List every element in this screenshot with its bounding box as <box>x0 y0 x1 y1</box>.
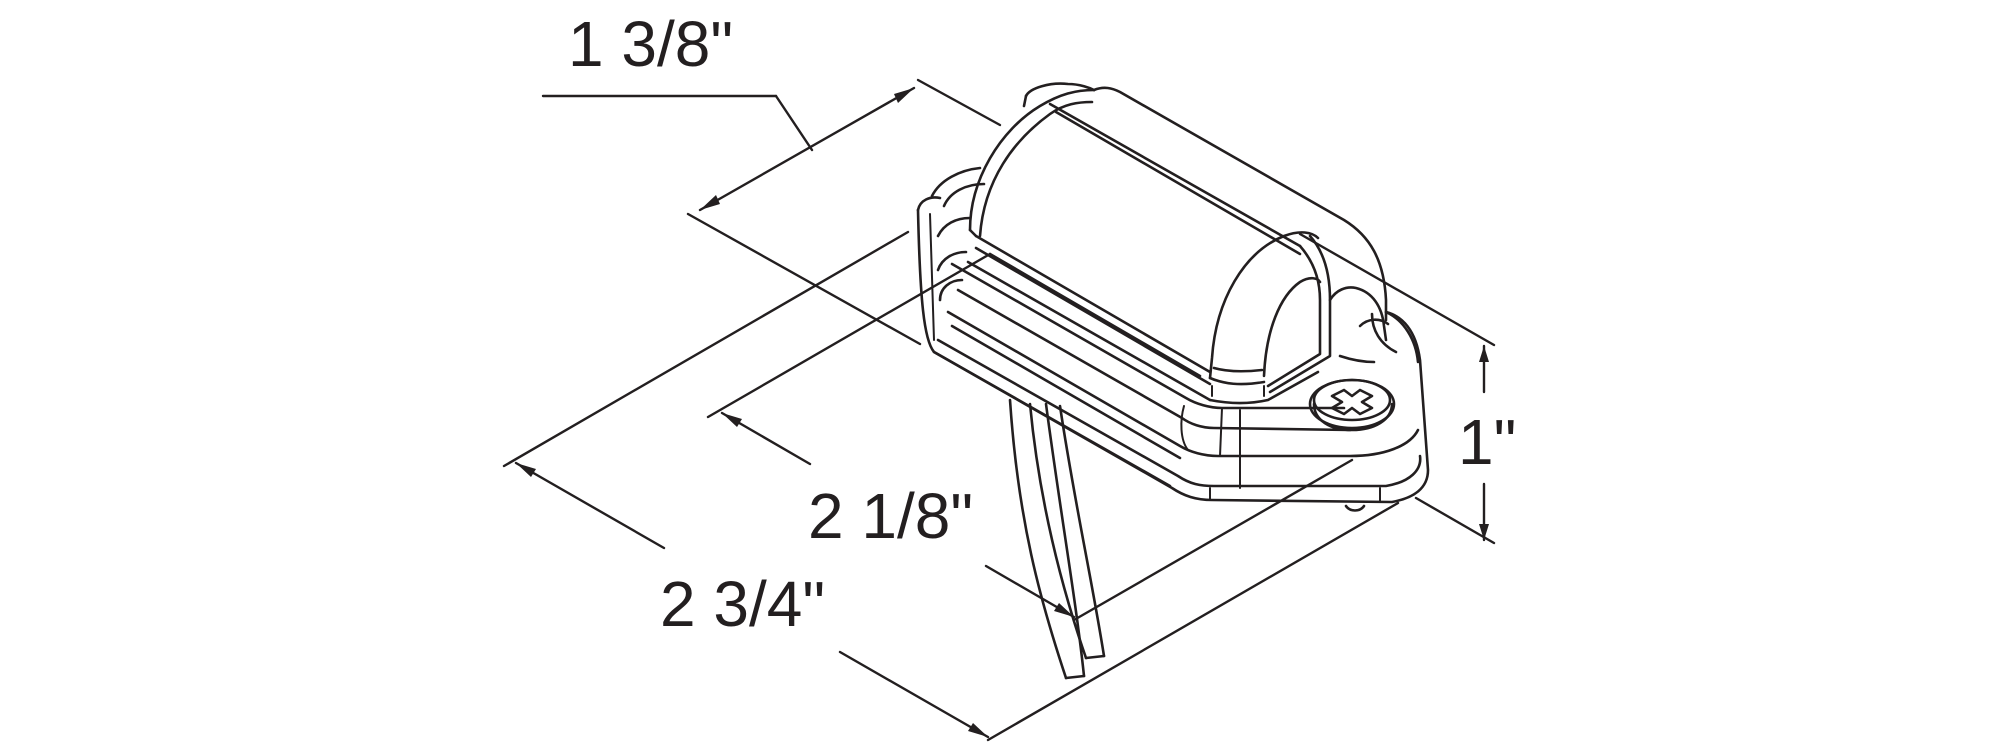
base-layers <box>946 262 1420 489</box>
width-arrow-right <box>1054 603 1074 617</box>
height-arrow-top <box>1479 346 1489 362</box>
screw-tip <box>1344 504 1366 512</box>
lead-wires <box>1008 398 1106 680</box>
length-arrow-right <box>968 723 988 737</box>
length-dimension-line-right <box>838 650 990 739</box>
width-arrow-left <box>722 413 742 427</box>
height-extension-bottom <box>1414 496 1496 545</box>
dimension-height <box>1298 232 1496 545</box>
depth-leader-diagonal <box>774 94 814 152</box>
mounting-ear <box>1328 286 1420 364</box>
dimension-depth <box>541 78 1002 346</box>
depth-extension-left <box>686 212 922 346</box>
screw-head-top <box>1312 378 1392 422</box>
mounting-screw <box>1308 378 1396 512</box>
lamp-housing <box>916 82 1430 680</box>
base-left-cap <box>930 166 986 302</box>
height-extension-top <box>1298 232 1496 347</box>
length-arrow-left <box>516 463 536 477</box>
depth-extension-right <box>916 78 1002 127</box>
dome-front-face <box>1208 231 1332 397</box>
height-label: 1" <box>1458 406 1516 478</box>
length-extension-left <box>502 230 910 468</box>
depth-label: 1 3/8" <box>568 8 733 80</box>
depth-arrow-left <box>700 195 720 210</box>
lens-ridges <box>966 234 1320 405</box>
base-width-label: 2 1/8" <box>808 480 973 552</box>
dome-lens <box>968 82 1388 322</box>
length-extension-right <box>986 501 1400 742</box>
depth-dimension-line <box>698 86 916 212</box>
height-arrow-bottom <box>1479 524 1489 540</box>
width-extension-left <box>706 252 992 419</box>
length-dimension-line-left <box>514 461 666 550</box>
width-extension-right <box>1072 458 1354 622</box>
overall-length-label: 2 3/4" <box>660 568 825 640</box>
depth-arrow-right <box>894 88 914 103</box>
phillips-cross-icon <box>1330 388 1374 416</box>
base-plate <box>916 196 1430 504</box>
dimension-overall-length <box>502 230 1400 742</box>
